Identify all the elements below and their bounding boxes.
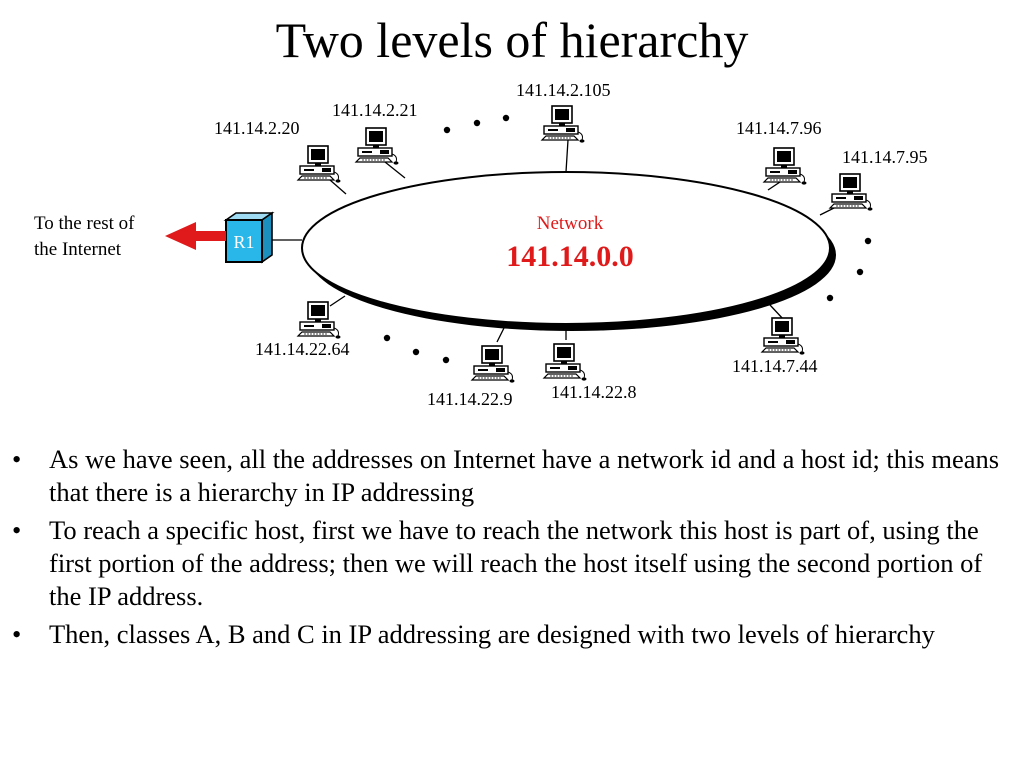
internet-label-line2: the Internet <box>34 239 122 260</box>
router-label: R1 <box>233 232 254 252</box>
internet-arrow-icon <box>165 222 226 250</box>
computer-icon <box>543 343 588 382</box>
computer-icon <box>761 317 806 356</box>
bullet-dot: • <box>12 515 22 545</box>
computer-icon <box>471 345 516 384</box>
host-label: 141.14.2.105 <box>516 80 611 100</box>
computer-icon <box>297 301 342 340</box>
host-label: 141.14.22.64 <box>255 339 350 359</box>
network-diagram: R1 To the rest of the Internet Network 1… <box>34 80 928 409</box>
internet-label-line1: To the rest of <box>34 213 135 234</box>
bullet-dot: • <box>12 444 22 474</box>
bullet-text: As we have seen, all the addresses on In… <box>49 444 1000 507</box>
host-label: 141.14.2.21 <box>332 100 418 120</box>
bullet-text: Then, classes A, B and C in IP addressin… <box>49 619 935 649</box>
bullet-item: • Then, classes A, B and C in IP addressi… <box>0 618 1024 651</box>
host-label: 141.14.7.44 <box>732 356 818 376</box>
computer-icon <box>541 105 586 144</box>
bullet-item: • To reach a specific host, first we have… <box>0 514 1024 613</box>
host-labels: 141.14.2.20 141.14.2.21 141.14.2.105 141… <box>214 80 928 409</box>
host-label: 141.14.22.8 <box>551 382 637 402</box>
slide-title: Two levels of hierarchy <box>275 12 749 68</box>
bullet-text: To reach a specific host, first we have … <box>49 515 983 611</box>
network-address: 141.14.0.0 <box>506 240 634 273</box>
computer-icon <box>297 145 342 184</box>
bullet-item: • As we have seen, all the addresses on I… <box>0 443 1024 509</box>
network-label: Network <box>537 213 604 234</box>
host-label: 141.14.2.20 <box>214 118 300 138</box>
computer-icon <box>829 173 874 212</box>
bullet-list: • As we have seen, all the addresses on I… <box>0 443 1024 656</box>
bullet-dot: • <box>12 619 22 649</box>
router-r1: R1 <box>223 211 275 264</box>
computer-icon <box>355 127 400 166</box>
host-label: 141.14.7.95 <box>842 147 928 167</box>
ellipsis-dots <box>383 114 872 364</box>
host-label: 141.14.7.96 <box>736 118 822 138</box>
host-label: 141.14.22.9 <box>427 389 513 409</box>
computer-icon <box>763 147 808 186</box>
